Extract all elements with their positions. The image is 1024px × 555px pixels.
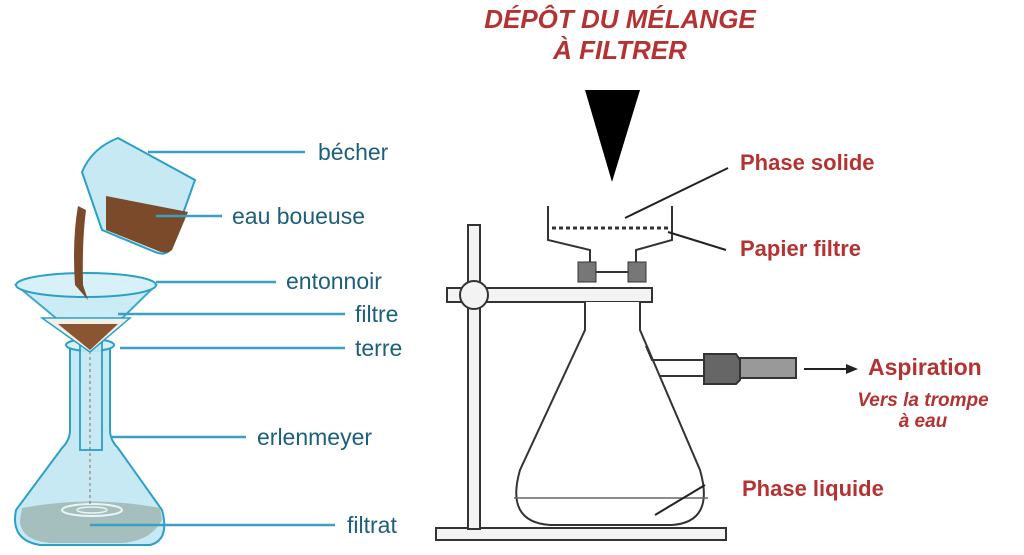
label-erlenmeyer: erlenmeyer (257, 424, 373, 450)
label-phase-liquide: Phase liquide (742, 476, 884, 501)
label-eau-boueuse: eau boueuse (232, 203, 366, 229)
label-papier-filtre: Papier filtre (740, 236, 862, 261)
right-leader-lines (624, 167, 729, 251)
buchner-funnel (547, 206, 673, 283)
title-line-2: À FILTRER (553, 35, 687, 65)
title-line-1: DÉPÔT DU MÉLANGE (484, 4, 756, 34)
label-filtre: filtre (355, 301, 399, 327)
buchner-flask (514, 302, 708, 526)
vers-line-2: à eau (898, 411, 948, 432)
label-filtrat: filtrat (347, 512, 397, 538)
retort-stand (435, 224, 727, 541)
label-entonnoir: entonnoir (286, 268, 382, 294)
beaker (74, 136, 197, 300)
vers-line-1: Vers la trompe (857, 390, 989, 411)
deposit-arrow (585, 90, 640, 182)
title-depot-melange: DÉPÔT DU MÉLANGE À FILTRER (430, 4, 810, 66)
label-vers-trompe: Vers la trompe à eau (828, 390, 1018, 432)
filter-paper (39, 317, 133, 353)
label-becher: bécher (318, 139, 389, 165)
label-aspiration: Aspiration (868, 354, 982, 380)
label-phase-solide: Phase solide (740, 150, 875, 175)
left-leader-lines (90, 150, 345, 527)
vacuum-tubing (703, 353, 858, 385)
label-terre: terre (355, 335, 403, 361)
